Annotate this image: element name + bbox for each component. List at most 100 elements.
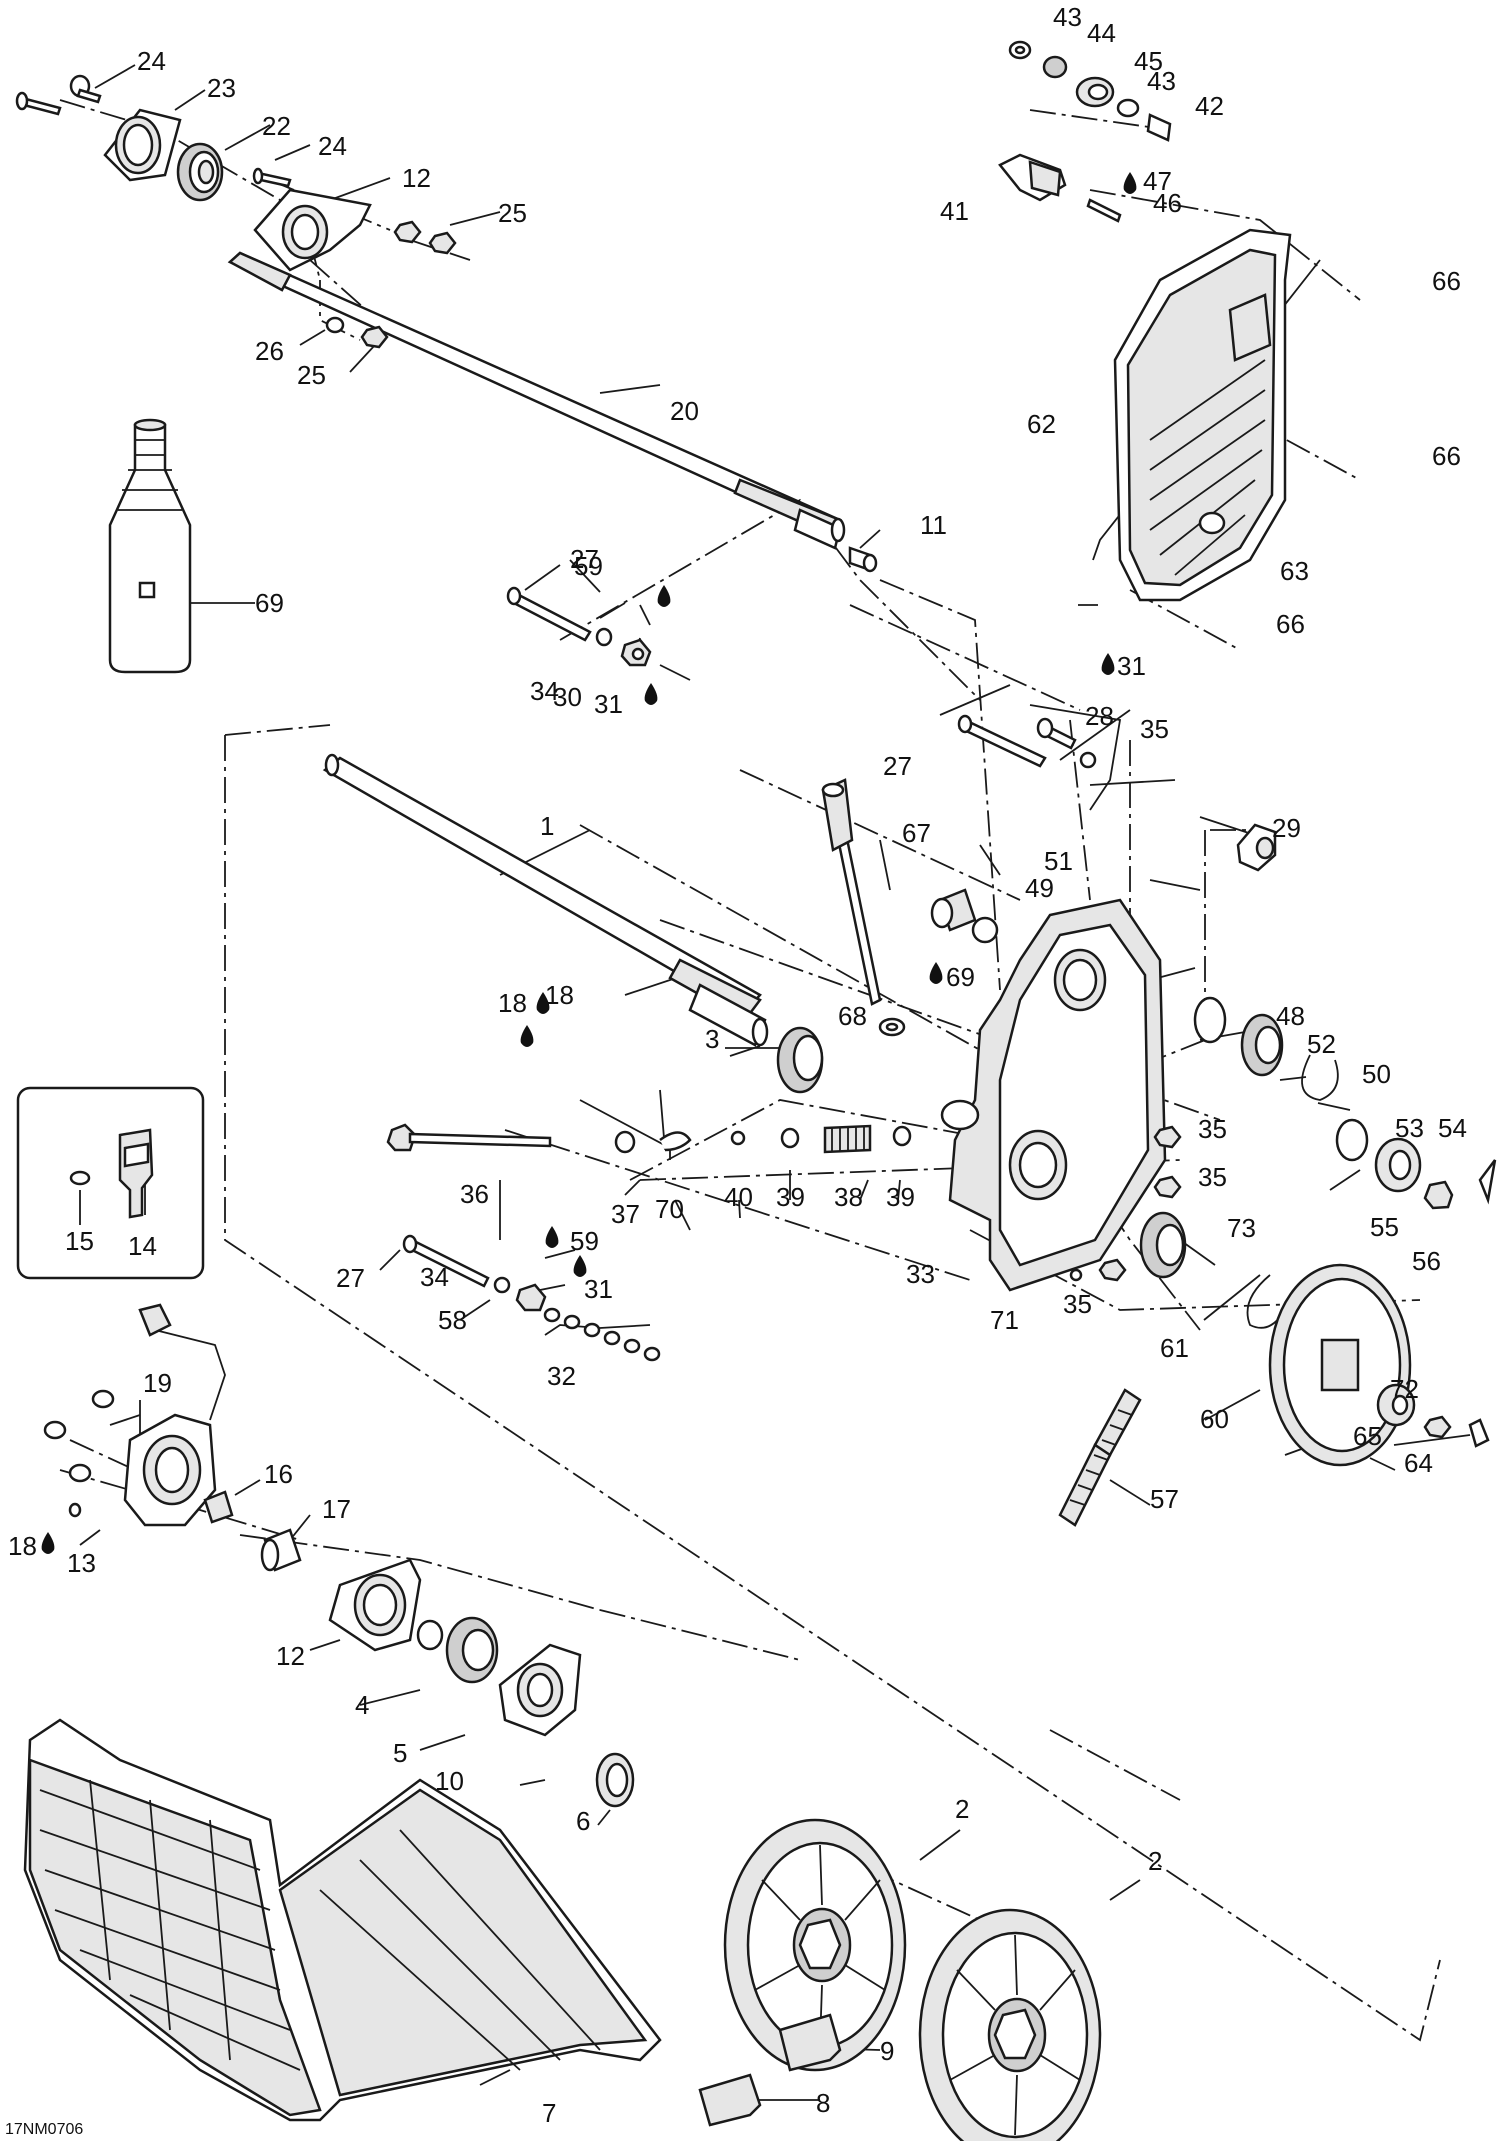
- callout: 26: [255, 336, 284, 366]
- callout: 70: [655, 1194, 684, 1224]
- tensioner-bolt-lower: [402, 1234, 661, 1362]
- callout: 66: [1276, 609, 1305, 639]
- callout: 51: [1044, 846, 1073, 876]
- callout: 17: [322, 1494, 351, 1524]
- callout: 24: [137, 46, 166, 76]
- callout: 41: [940, 196, 969, 226]
- callout: 59: [570, 1226, 599, 1256]
- callout: 69: [255, 588, 284, 618]
- callout: 71: [990, 1305, 1019, 1335]
- callout: 60: [1200, 1404, 1229, 1434]
- callout: 57: [1150, 1484, 1179, 1514]
- callout: 35: [1198, 1114, 1227, 1144]
- callout: 49: [1025, 873, 1054, 903]
- chaincase-nuts: [1069, 1125, 1182, 1282]
- callout: 31: [584, 1274, 613, 1304]
- callout: 35: [1063, 1289, 1092, 1319]
- callout: 31: [594, 689, 623, 719]
- callout: 27: [883, 751, 912, 781]
- callout: 20: [670, 396, 699, 426]
- callout: 46: [1153, 188, 1182, 218]
- bearing-flange-23: [103, 108, 182, 182]
- fasteners-upper-left: [15, 74, 457, 349]
- callout: 15: [65, 1226, 94, 1256]
- callout: 14: [128, 1231, 157, 1261]
- callout: 43: [1147, 66, 1176, 96]
- callout: 56: [1412, 1246, 1441, 1276]
- callout: 52: [1307, 1029, 1336, 1059]
- track: [23, 1718, 662, 2122]
- callout: 29: [1272, 813, 1301, 843]
- oil-drop-icon: [41, 1532, 55, 1554]
- callout: 28: [1085, 701, 1114, 731]
- callout: 58: [438, 1305, 467, 1335]
- callout: 43: [1053, 2, 1082, 32]
- adapter-16-sleeve-17: [203, 1490, 302, 1572]
- callout: 27: [336, 1263, 365, 1293]
- callout: 18: [498, 988, 527, 1018]
- seal-3: [776, 1026, 824, 1094]
- callout: 48: [1276, 1001, 1305, 1031]
- callout: 31: [1117, 651, 1146, 681]
- callout: 35: [1140, 714, 1169, 744]
- callout: 12: [276, 1641, 305, 1671]
- drive-sprockets: [723, 1818, 1102, 2141]
- callout: 44: [1087, 18, 1116, 48]
- tensioner-bolt-upper: [506, 586, 652, 667]
- callout: 2: [1148, 1846, 1162, 1876]
- callout: 50: [1362, 1059, 1391, 1089]
- callout: 8: [816, 2088, 830, 2118]
- oil-drop-icon: [929, 962, 943, 984]
- callout: 73: [1227, 1213, 1256, 1243]
- oil-drop-icon: [573, 1255, 587, 1277]
- drive-chain: [1058, 1388, 1142, 1527]
- callout: 63: [1280, 556, 1309, 586]
- upper-drive-shaft: [227, 251, 846, 550]
- upper-sprocket-stack: [1193, 996, 1497, 1210]
- callout: 40: [724, 1182, 753, 1212]
- callout: 11: [920, 510, 947, 540]
- sleeve-11: [848, 546, 878, 573]
- callout: 34: [530, 676, 559, 706]
- callout: 25: [498, 198, 527, 228]
- seal-49-ring-51: [930, 888, 999, 944]
- lubricant-bottle: [108, 418, 192, 674]
- callout: 16: [264, 1459, 293, 1489]
- lower-drive-shaft: [322, 753, 769, 1047]
- washer-68: [878, 1017, 906, 1037]
- callout: 66: [1432, 441, 1461, 471]
- callout: 35: [1198, 1162, 1227, 1192]
- callout: 37: [611, 1199, 640, 1229]
- callout: 18: [8, 1531, 37, 1561]
- callout: 36: [460, 1179, 489, 1209]
- speed-sensor: [43, 1303, 226, 1483]
- chaincase-housing: [940, 898, 1167, 1292]
- callout: 4: [355, 1690, 369, 1720]
- callout: 12: [402, 163, 431, 193]
- callout: 5: [393, 1738, 407, 1768]
- slider-clips: [698, 2013, 842, 2127]
- callout: 61: [1160, 1333, 1189, 1363]
- oil-drop-icons: [41, 172, 1137, 1554]
- callout: 6: [576, 1806, 590, 1836]
- callout: 68: [838, 1001, 867, 1031]
- callout-labels: 1 2 2 3 4 5 6 7 8 9 10 11 12 12 13 14 15…: [5, 2, 1467, 2138]
- oil-drop-icon: [657, 585, 671, 607]
- callout: 72: [1390, 1374, 1419, 1404]
- bracket-29: [1236, 823, 1277, 872]
- callout: 27: [570, 544, 599, 574]
- callout: 9: [880, 2036, 894, 2066]
- callout: 66: [1432, 266, 1461, 296]
- callout: 1: [540, 811, 554, 841]
- callout: 22: [262, 111, 291, 141]
- chaincase-cover: [1113, 228, 1292, 602]
- oil-drop-icon: [520, 1025, 534, 1047]
- callout: 45: [1134, 46, 1163, 76]
- callout: 38: [834, 1182, 863, 1212]
- callout: 42: [1195, 91, 1224, 121]
- callout: 34: [420, 1262, 449, 1292]
- oil-drop-icon: [536, 992, 550, 1014]
- callout: 3: [705, 1024, 719, 1054]
- callout: 39: [776, 1182, 805, 1212]
- callout: 19: [143, 1368, 172, 1398]
